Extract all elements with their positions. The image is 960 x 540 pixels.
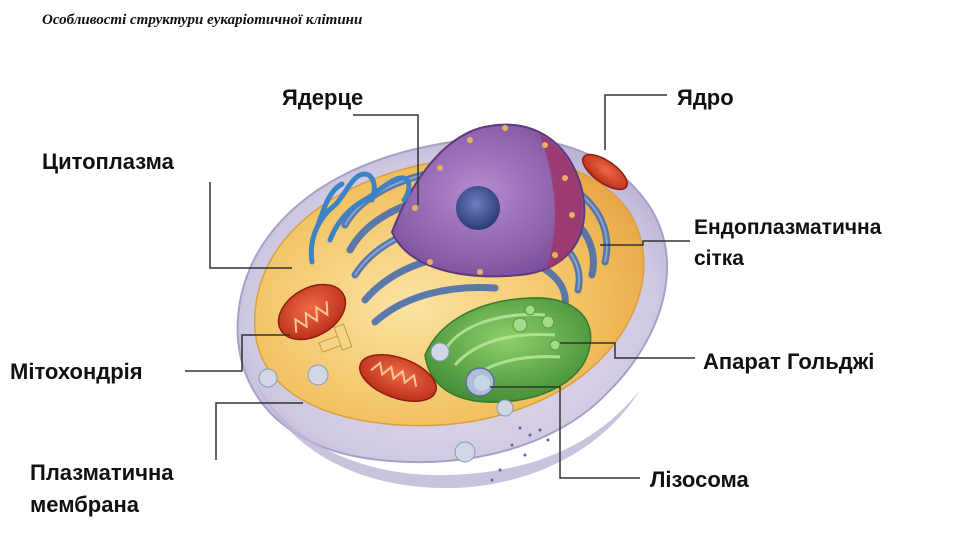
tubular-er-shape [308, 171, 412, 265]
nuclear-pores [412, 125, 575, 275]
secretion-dots [490, 426, 550, 482]
label-cytoplasm: Цитоплазма [42, 149, 174, 174]
label-membrane: Плазматична мембрана [30, 457, 174, 521]
leader-line-cytoplasm [209, 182, 292, 269]
label-lysosome: Лізосома [650, 467, 749, 492]
label-er-line2: сітка [694, 247, 744, 270]
leader-line-membrane [215, 402, 303, 460]
mitochondrion-shape [277, 283, 347, 341]
label-membrane-line2: мембрана [30, 492, 139, 517]
vesicles [258, 342, 514, 463]
label-er: Ендоплазматична сітка [694, 212, 881, 274]
label-er-line1: Ендоплазматична [694, 216, 882, 239]
leader-line-golgi [560, 342, 695, 359]
label-nucleolus: Ядерце [282, 85, 364, 110]
leader-line-lysosome [490, 386, 640, 479]
leader-line-nucleus [604, 94, 667, 150]
label-nucleus: Ядро [677, 85, 734, 110]
nucleus-envelope-shape [540, 135, 583, 270]
nucleolus-shape [456, 186, 500, 230]
leader-lines [185, 94, 695, 479]
mitochondrion-shape-3 [582, 153, 628, 191]
label-golgi: Апарат Гольджі [703, 349, 875, 374]
centriole-shape [318, 323, 353, 353]
lysosome-shape [465, 367, 495, 397]
label-membrane-line1: Плазматична [30, 460, 174, 485]
mitochondrion-shape-2 [359, 354, 437, 402]
label-mitochondrion: Мітохондрія [10, 359, 143, 384]
leader-line-mitochondrion [185, 334, 290, 372]
diagram-title: Особливості структури еукаріотичної кліт… [42, 12, 363, 28]
leader-line-nucleolus [353, 114, 419, 205]
leader-line-er [600, 240, 690, 246]
